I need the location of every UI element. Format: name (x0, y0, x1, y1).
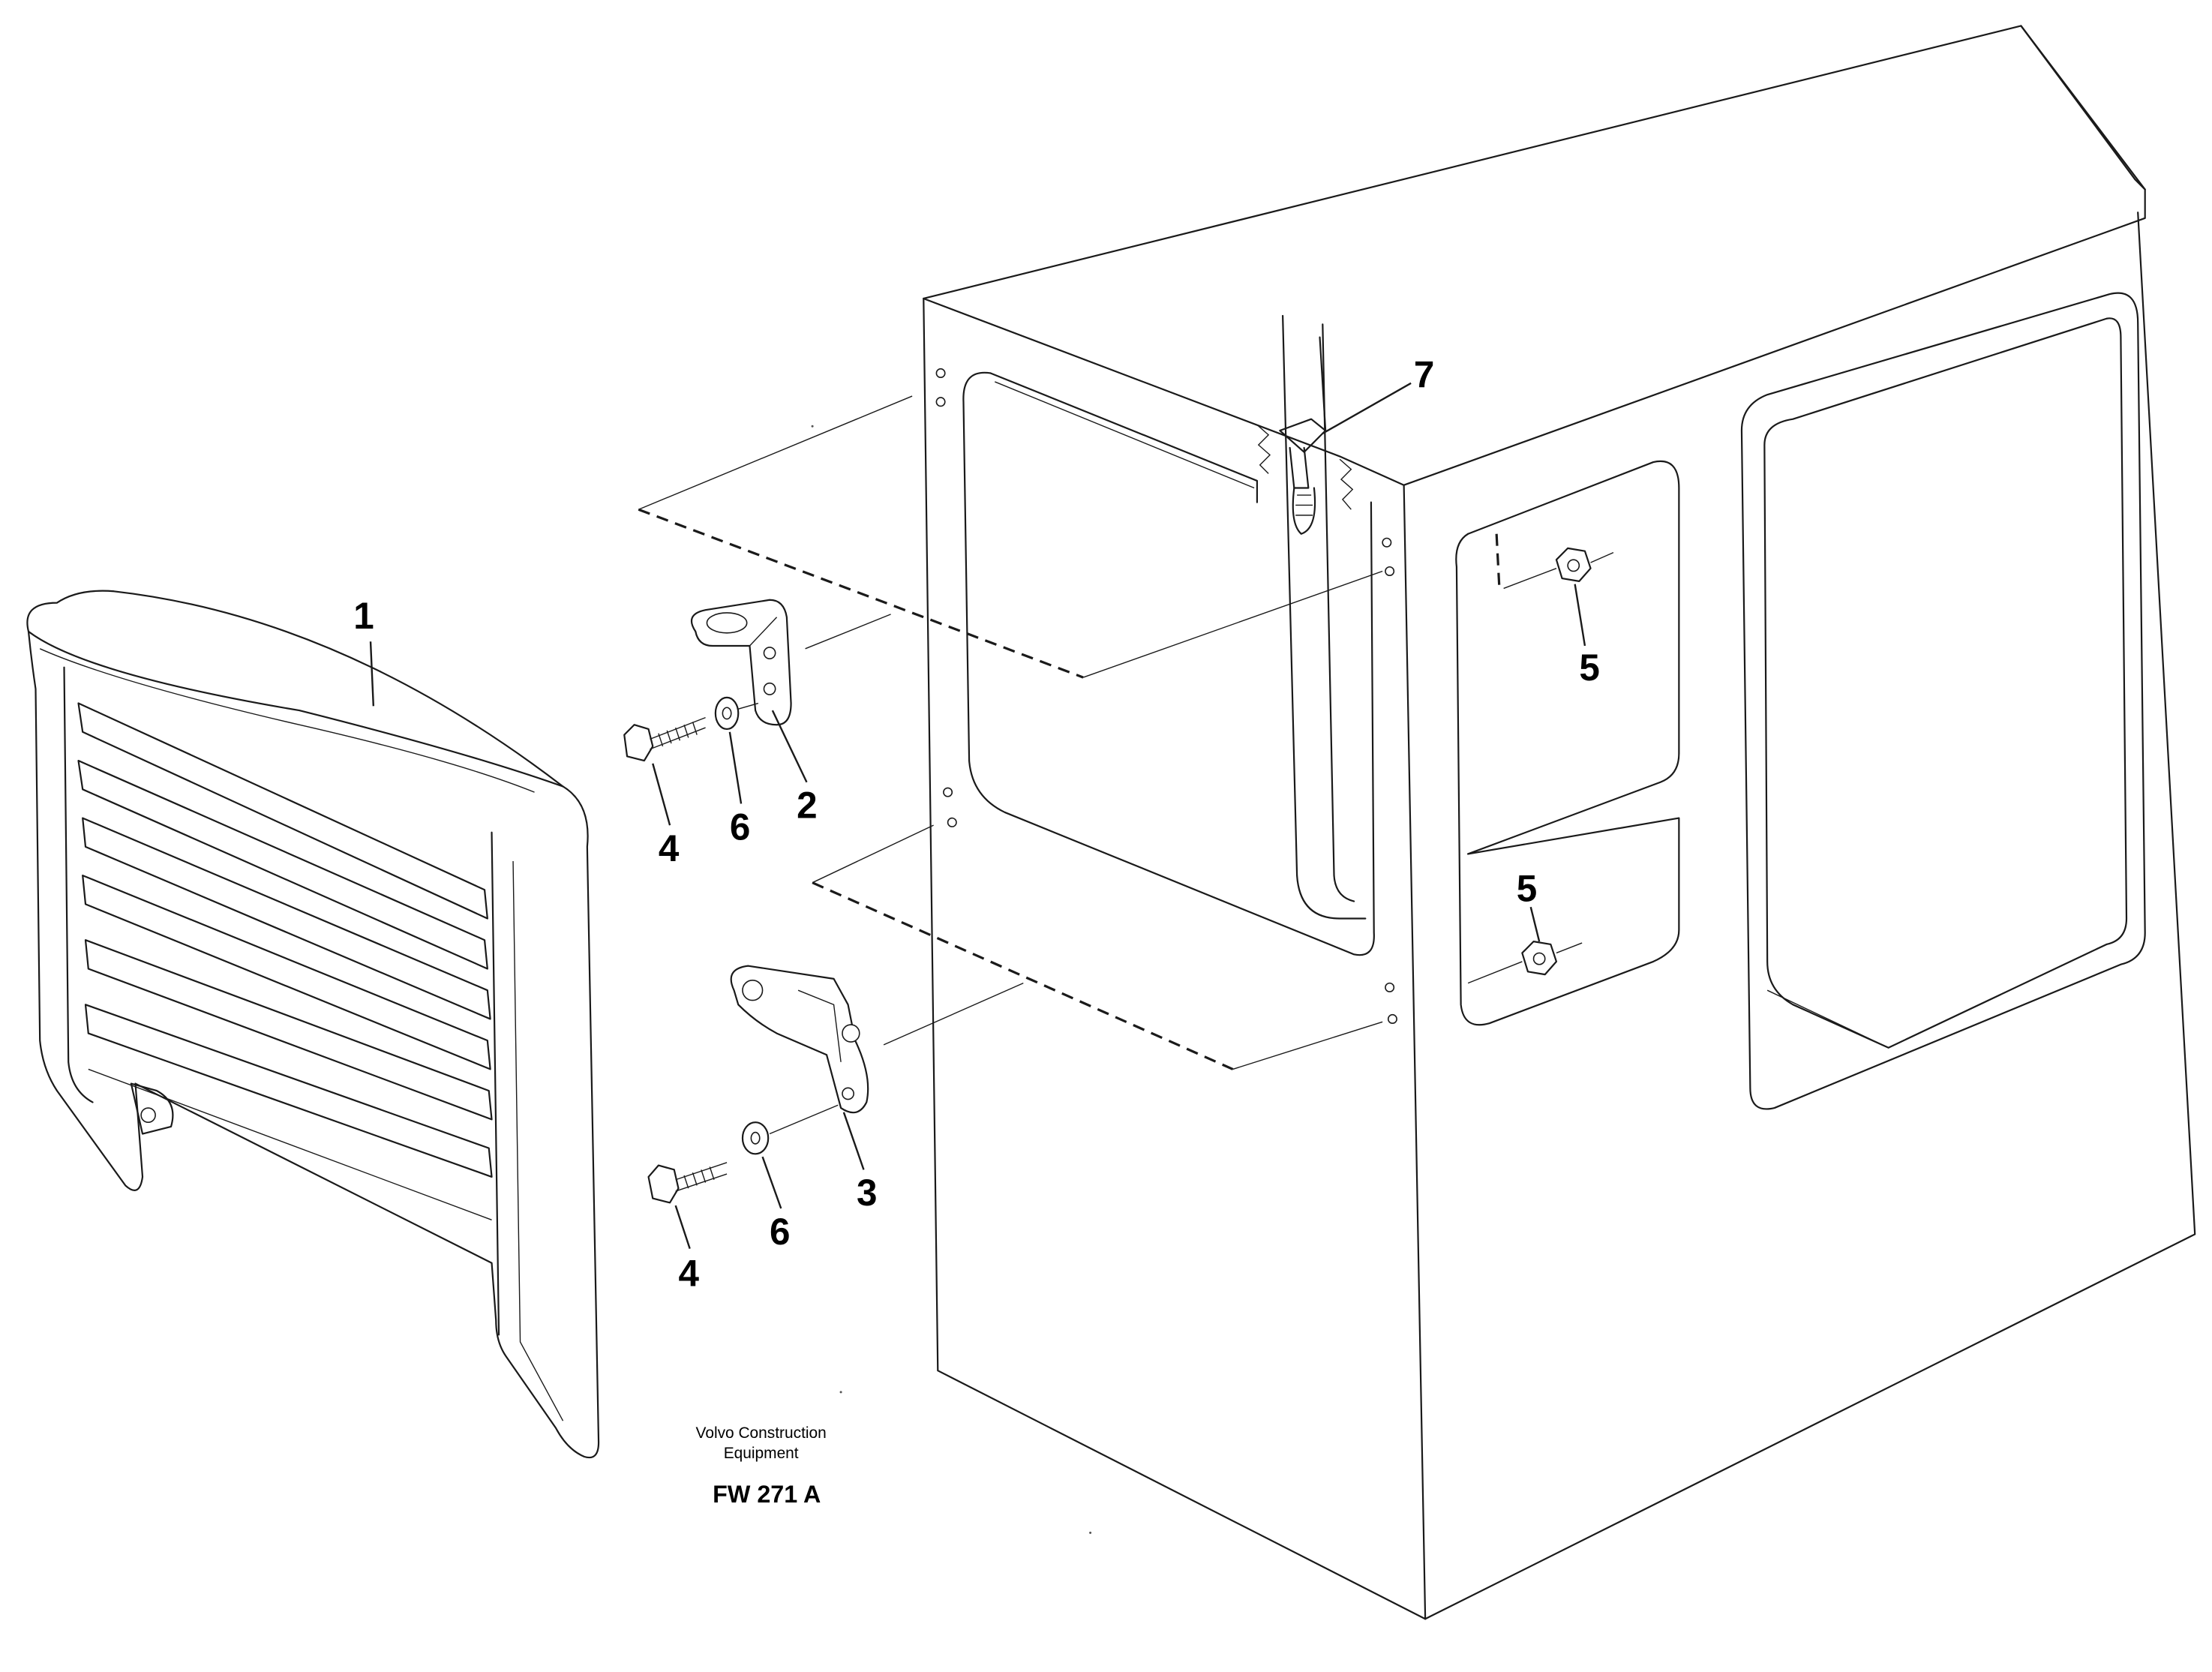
scan-dot (811, 425, 814, 428)
callout-7: 7 (1414, 353, 1434, 395)
callouts: 1 2 3 4 4 5 5 6 6 7 (353, 353, 1600, 1294)
callout-6-lower: 6 (770, 1211, 790, 1253)
callout-1: 1 (353, 595, 374, 637)
cab-body (923, 26, 2195, 1619)
callout-4-lower: 4 (678, 1252, 699, 1294)
callout-4-upper: 4 (659, 827, 680, 869)
scan-dot (1089, 1531, 1092, 1534)
manufacturer-line-1: Volvo Construction (696, 1424, 827, 1442)
callout-5-lower: 5 (1517, 867, 1537, 909)
callout-6-upper: 6 (730, 806, 750, 848)
leader-lines (371, 383, 1585, 1249)
callout-3: 3 (857, 1172, 877, 1214)
figure-caption: Volvo Construction Equipment FW 271 A (696, 1424, 827, 1508)
figure-code: FW 271 A (713, 1481, 821, 1508)
bracket-upper (692, 600, 791, 725)
callout-5-upper: 5 (1579, 647, 1599, 689)
scan-dot (839, 1391, 842, 1394)
bracket-lower (731, 966, 868, 1113)
callout-2: 2 (797, 784, 817, 826)
mounting-plane-lines (638, 396, 1382, 1069)
fasteners (624, 548, 1613, 1202)
front-grille (27, 591, 599, 1457)
manufacturer-line-2: Equipment (724, 1445, 799, 1462)
